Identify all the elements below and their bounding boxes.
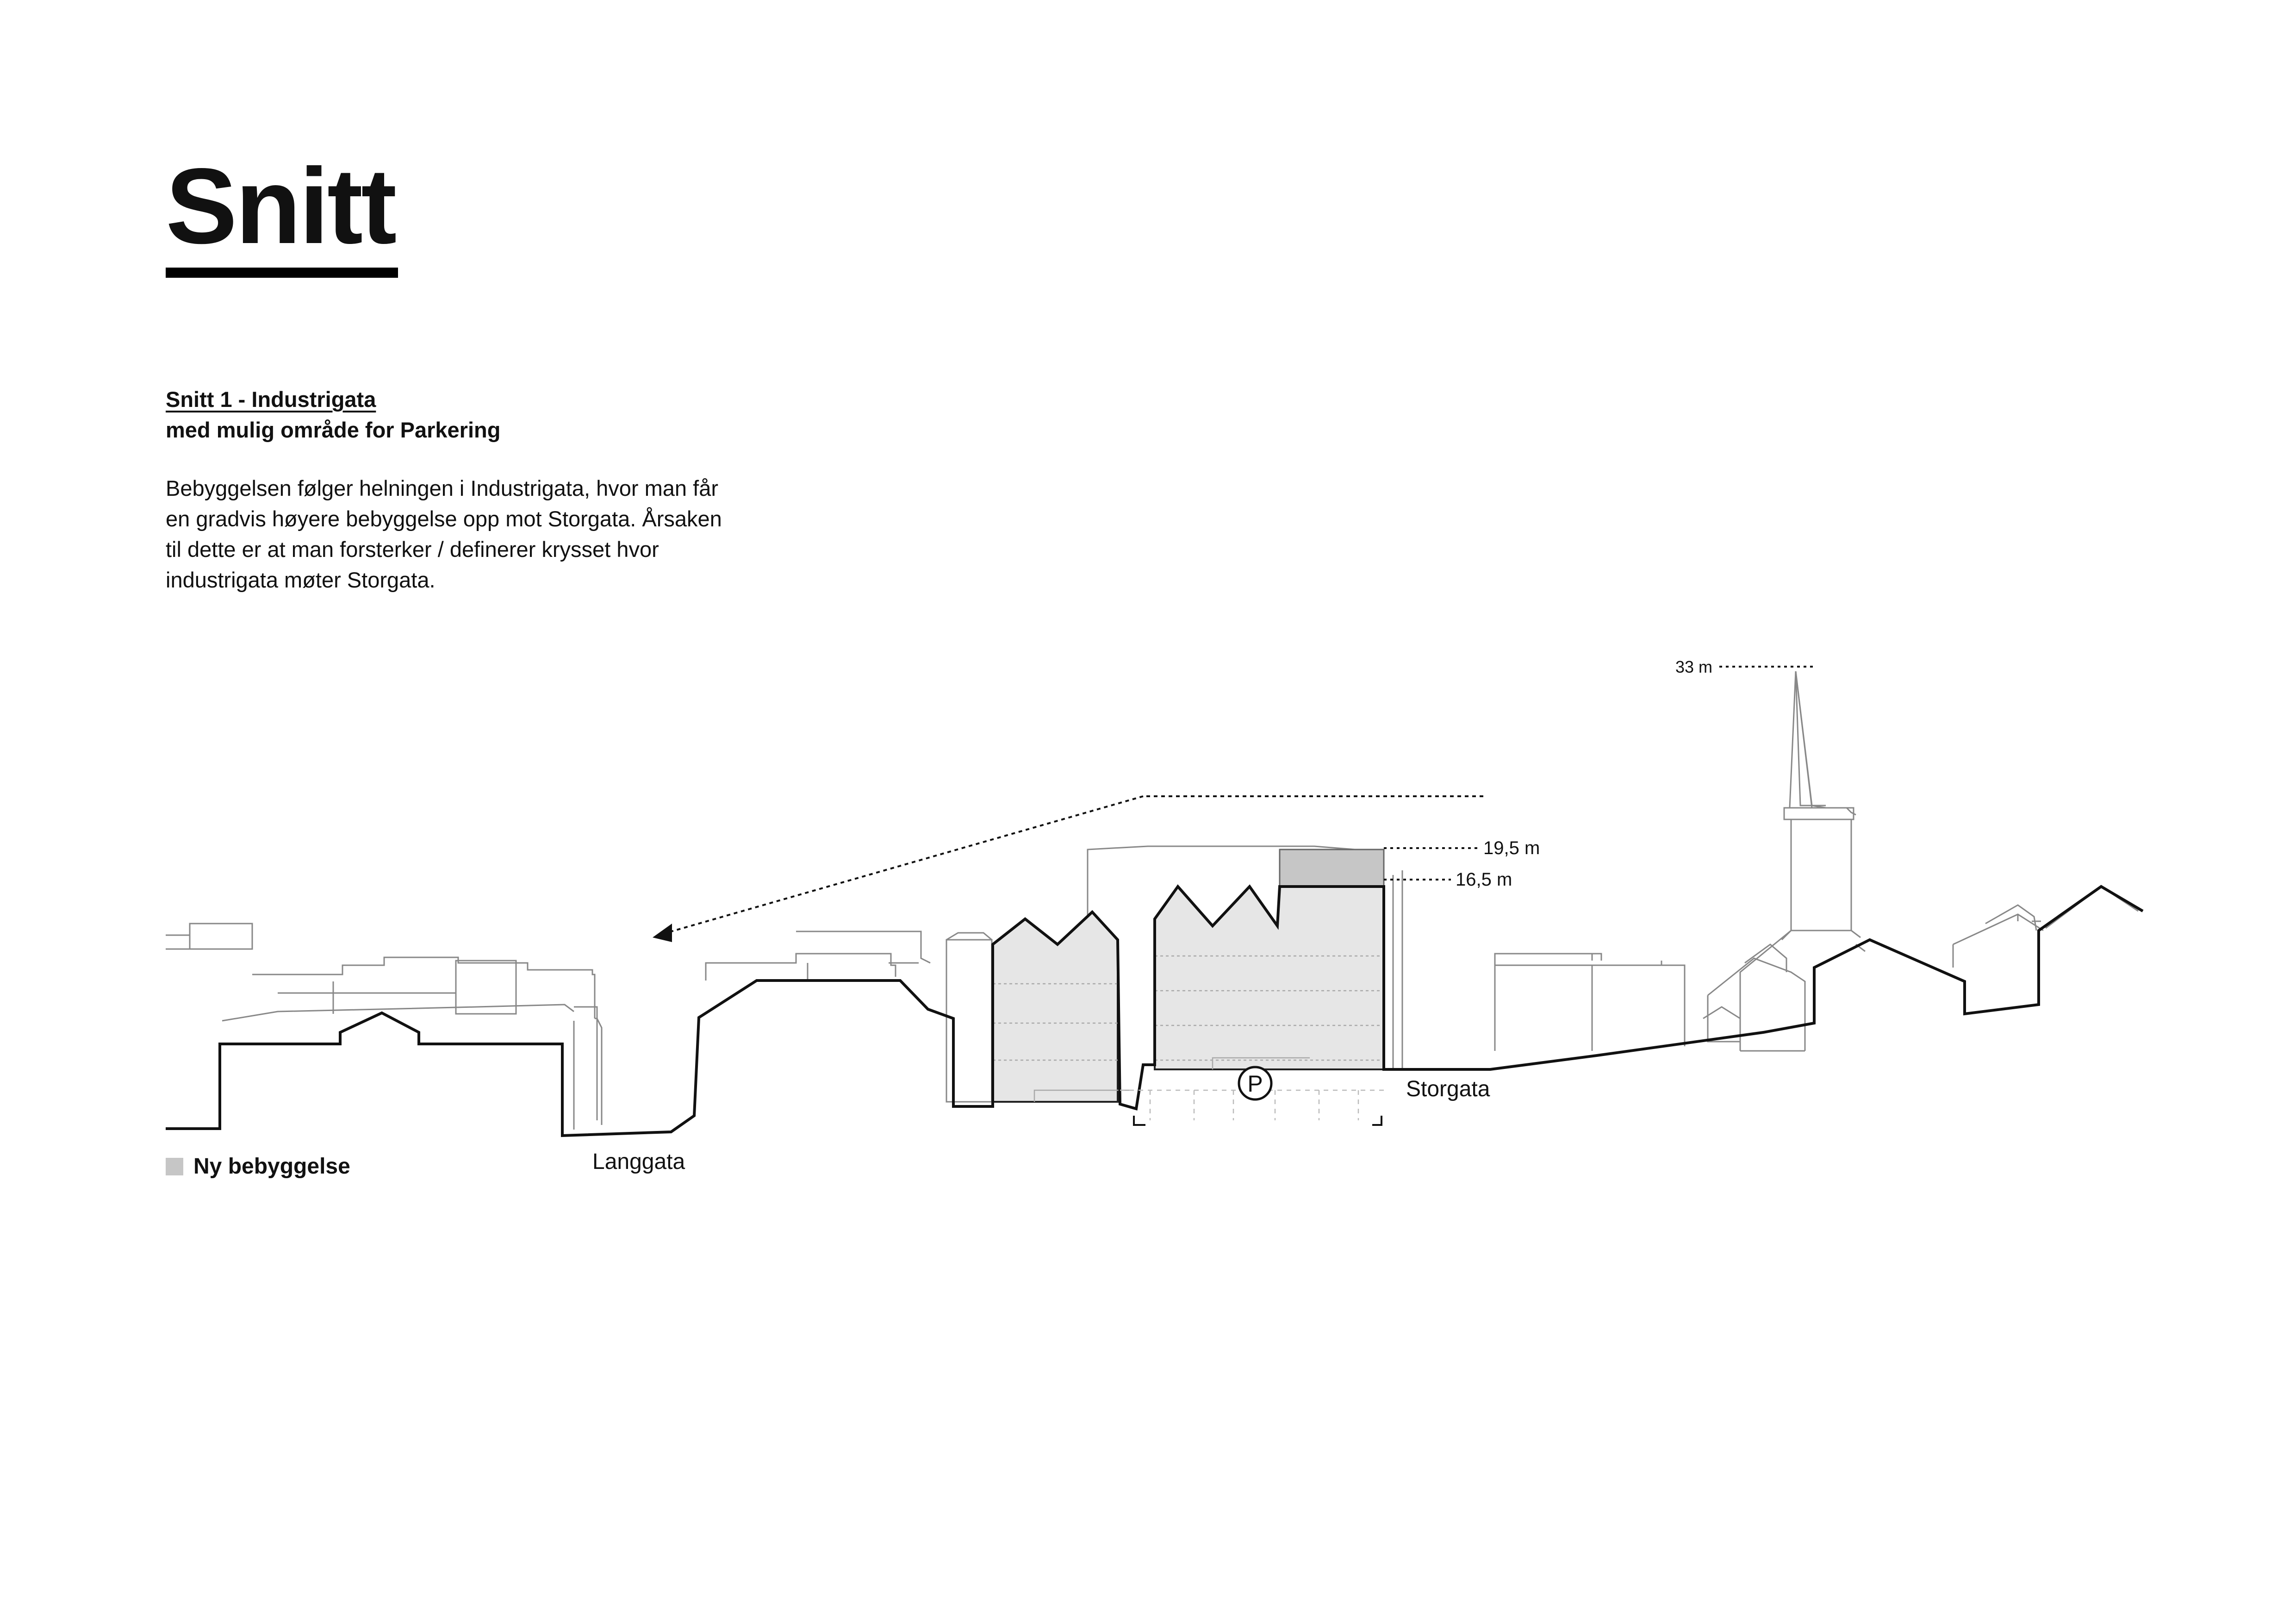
description-line: industrigata møter Storgata. xyxy=(166,568,436,592)
height-upper-label: 19,5 m xyxy=(1483,838,1540,858)
arrow-head-icon xyxy=(653,924,672,942)
street-label-langgata: Langgata xyxy=(592,1149,685,1174)
background-buildings xyxy=(166,671,2139,1130)
description-line: til dette er at man forsterker / definer… xyxy=(166,537,659,562)
legend-label: Ny bebyggelse xyxy=(193,1154,350,1179)
section-heading: Snitt 1 - Industrigata xyxy=(166,387,376,412)
parking-icon: P xyxy=(1247,1071,1263,1097)
title-underline xyxy=(166,268,398,278)
parking-zone xyxy=(1120,1066,1384,1126)
height-church-label: 33 m xyxy=(1675,657,1712,676)
page-title: Snitt xyxy=(166,146,397,266)
sight-line-arrow xyxy=(666,795,1483,934)
description-line: Bebyggelsen følger helningen i Industrig… xyxy=(166,476,718,500)
description-line: en gradvis høyere bebyggelse opp mot Sto… xyxy=(166,506,722,531)
height-lower-label: 16,5 m xyxy=(1456,869,1512,890)
new-buildings xyxy=(992,849,1385,1103)
terrain-profile xyxy=(166,884,2144,1137)
street-label-storgata: Storgata xyxy=(1406,1077,1490,1101)
height-markers xyxy=(1384,666,1817,881)
section-heading-block: Snitt 1 - Industrigata med mulig område … xyxy=(166,384,500,445)
legend: Ny bebyggelse xyxy=(166,1154,350,1179)
section-subheading: med mulig område for Parkering xyxy=(166,418,501,442)
legend-swatch xyxy=(166,1157,183,1175)
section-description: Bebyggelsen følger helningen i Industrig… xyxy=(166,473,814,595)
